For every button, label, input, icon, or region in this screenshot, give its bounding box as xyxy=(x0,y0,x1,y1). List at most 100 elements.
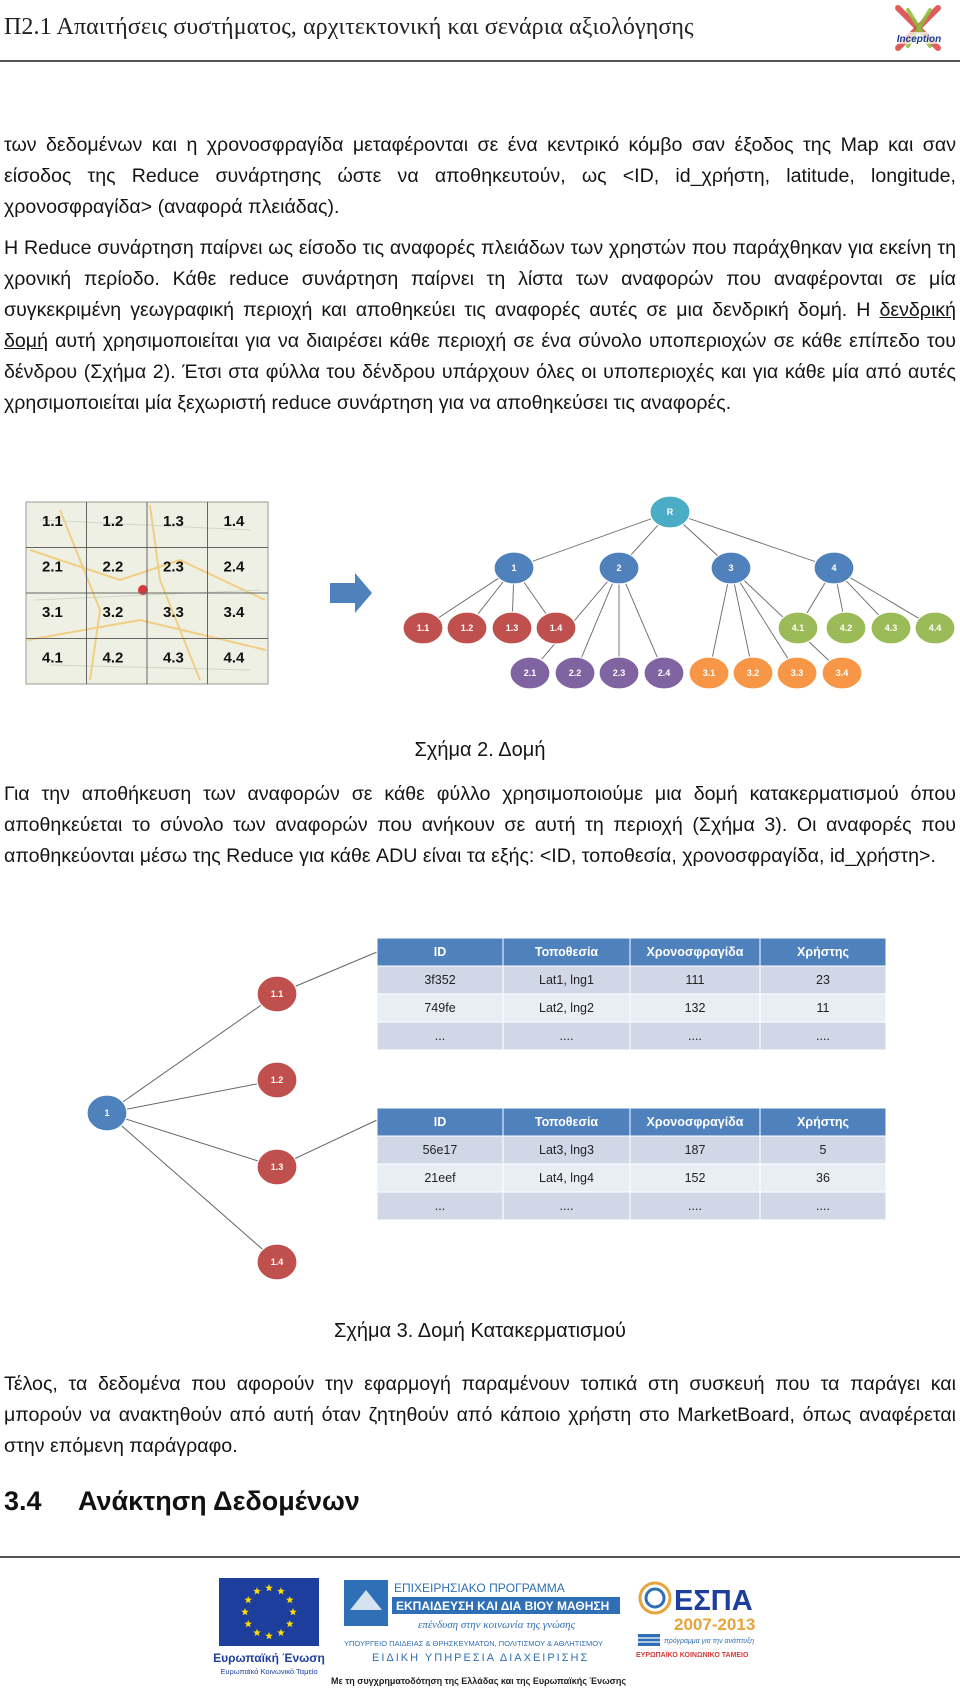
tree-edge xyxy=(618,567,665,674)
header-title: Π2.1 Απαιτήσεις συστήματος, αρχιτεκτονικ… xyxy=(4,14,694,40)
eu-star-icon xyxy=(285,1596,294,1604)
svg-text:1.3: 1.3 xyxy=(506,623,519,633)
espa-wordmark: ΕΣΠΑ xyxy=(674,1585,753,1617)
section-number: 3.4 xyxy=(4,1486,42,1516)
map-cell-label: 3.3 xyxy=(163,604,184,621)
table-cell: .... xyxy=(688,1029,702,1043)
table-cell: .... xyxy=(816,1199,830,1213)
map-cell-label: 3.4 xyxy=(224,604,246,621)
paragraph-4: Τέλος, τα δεδομένα που αφορούν την εφαρμ… xyxy=(4,1373,956,1457)
figure-3-caption: Σχήμα 3. Δομή Κατακερματισμού xyxy=(334,1320,626,1342)
map-cell-label: 4.2 xyxy=(103,650,124,667)
tree-leaf-node: 1.1 xyxy=(402,611,444,645)
tree-leaf-node: 4.2 xyxy=(825,611,867,645)
svg-text:1: 1 xyxy=(511,563,516,573)
svg-text:2: 2 xyxy=(616,563,621,573)
table-cell: ... xyxy=(435,1199,445,1213)
logo-text: Inception xyxy=(897,34,941,45)
map-cell-label: 3.2 xyxy=(103,604,124,621)
espa-years: 2007-2013 xyxy=(674,1615,755,1634)
espa-logo: ΕΣΠΑ 2007-2013 πρόγραμμα για την ανάπτυξ… xyxy=(636,1581,755,1659)
eu-star-icon xyxy=(265,1584,273,1592)
svg-text:4.2: 4.2 xyxy=(840,623,853,633)
map-cell-label: 4.1 xyxy=(42,650,63,667)
svg-text:2.2: 2.2 xyxy=(569,668,582,678)
hash-edge xyxy=(106,1112,278,1263)
svg-text:3.1: 3.1 xyxy=(703,668,716,678)
tree-edge xyxy=(529,567,620,674)
tree-edge xyxy=(730,567,754,674)
ministry-label: ΥΠΟΥΡΓΕΙΟ ΠΑΙΔΕΙΑΣ & ΘΡΗΣΚΕΥΜΑΤΩΝ, ΠΟΛΙΤ… xyxy=(344,1639,603,1648)
svg-text:3: 3 xyxy=(728,563,733,573)
tree-leaf-node: 1.3 xyxy=(491,611,533,645)
eu-star-icon xyxy=(241,1608,249,1616)
tree-leaf-node: 1.4 xyxy=(535,611,577,645)
inception-logo: Inception xyxy=(890,5,948,51)
table-cell: 56e17 xyxy=(423,1143,458,1157)
table-header-cell: Τοποθεσία xyxy=(535,1115,599,1129)
tree-leaf-node: 2.2 xyxy=(554,656,596,690)
eu-star-icon xyxy=(265,1632,273,1640)
eu-star-icon xyxy=(277,1628,285,1637)
eu-star-icon xyxy=(244,1596,253,1604)
tree-leaf-node: 4.3 xyxy=(870,611,912,645)
svg-text:1.2: 1.2 xyxy=(461,623,474,633)
table-cell: 36 xyxy=(816,1171,830,1185)
map-cell-label: 3.1 xyxy=(42,604,63,621)
table-cell: .... xyxy=(688,1199,702,1213)
footer-logos: Ευρωπαϊκή Ένωση Ευρωπαϊκό Κοινωνικό Ταμε… xyxy=(213,1578,755,1686)
tree-leaf-node: 2.3 xyxy=(598,656,640,690)
eu-star-icon xyxy=(289,1608,297,1616)
svg-text:4.3: 4.3 xyxy=(885,623,898,633)
table-header-cell: ID xyxy=(434,1115,447,1129)
table-cell: 3f352 xyxy=(424,973,455,987)
paragraph-2-part-1: Η Reduce συνάρτηση παίρνει ως είσοδο τις… xyxy=(4,237,956,321)
svg-text:2.3: 2.3 xyxy=(613,668,626,678)
eu-label: Ευρωπαϊκή Ένωση xyxy=(213,1651,325,1665)
program-logo: ΕΠΙΧΕΙΡΗΣΙΑΚΟ ΠΡΟΓΡΑΜΜΑ ΕΚΠΑΙΔΕΥΣΗ ΚΑΙ Δ… xyxy=(344,1580,620,1664)
section-heading: 3.4 Ανάκτηση Δεδομένων xyxy=(4,1486,360,1517)
tree-level1-node: 4 xyxy=(813,551,855,585)
svg-text:4.1: 4.1 xyxy=(792,623,805,633)
table-cell: .... xyxy=(560,1029,574,1043)
map-cell-label: 1.1 xyxy=(42,513,63,530)
tree-leaf-node: 2.1 xyxy=(509,656,551,690)
table-cell: 5 xyxy=(820,1143,827,1157)
program-line-1: ΕΠΙΧΕΙΡΗΣΙΑΚΟ ΠΡΟΓΡΑΜΜΑ xyxy=(394,1581,565,1595)
espa-sub-2: ΕΥΡΩΠΑΪΚΟ ΚΟΙΝΩΝΙΚΟ ΤΑΜΕΙΟ xyxy=(636,1651,749,1659)
hash-child-node: 1.1 xyxy=(256,975,298,1013)
tree-level1-node: 2 xyxy=(598,551,640,585)
hash-edge xyxy=(106,1112,278,1168)
map-cell-label: 2.3 xyxy=(163,559,184,576)
tree-level1-node: 3 xyxy=(710,551,752,585)
tree-leaf-node: 3.3 xyxy=(776,656,818,690)
hash-child-node: 1.3 xyxy=(256,1148,298,1186)
svg-text:1: 1 xyxy=(104,1108,109,1118)
svg-text:R: R xyxy=(667,507,674,517)
figure-2-caption: Σχήμα 2. Δομή xyxy=(414,739,546,761)
table-header-cell: Χρονοσφραγίδα xyxy=(647,1115,744,1129)
section-title: Ανάκτηση Δεδομένων xyxy=(78,1486,360,1516)
page-header: Π2.1 Απαιτήσεις συστήματος, αρχιτεκτονικ… xyxy=(0,0,960,62)
table-cell: 111 xyxy=(685,973,704,987)
table-cell: 749fe xyxy=(424,1001,455,1015)
eu-star-icon xyxy=(244,1620,253,1628)
map-cell-label: 2.2 xyxy=(103,559,124,576)
map-cell-label: 1.2 xyxy=(103,513,124,530)
table-cell: Lat3, lng3 xyxy=(539,1143,594,1157)
table-cell: Lat2, lng2 xyxy=(539,1001,594,1015)
svg-text:4.4: 4.4 xyxy=(929,623,942,633)
eu-sub-label: Ευρωπαϊκό Κοινωνικό Ταμείο xyxy=(220,1667,317,1676)
table-cell: 132 xyxy=(685,1001,706,1015)
hash-root-node: 1 xyxy=(86,1094,128,1132)
paragraph-3: Για την αποθήκευση των αναφορών σε κάθε … xyxy=(4,783,956,867)
table-cell: 187 xyxy=(685,1143,706,1157)
footer-divider xyxy=(0,1556,960,1558)
agency-label: ΕΙΔΙΚΗ ΥΠΗΡΕΣΙΑ ΔΙΑΧΕΙΡΙΣΗΣ xyxy=(372,1652,589,1664)
table-header-cell: Τοποθεσία xyxy=(535,945,599,959)
tree-edge xyxy=(513,511,671,569)
eu-star-icon xyxy=(277,1587,285,1595)
